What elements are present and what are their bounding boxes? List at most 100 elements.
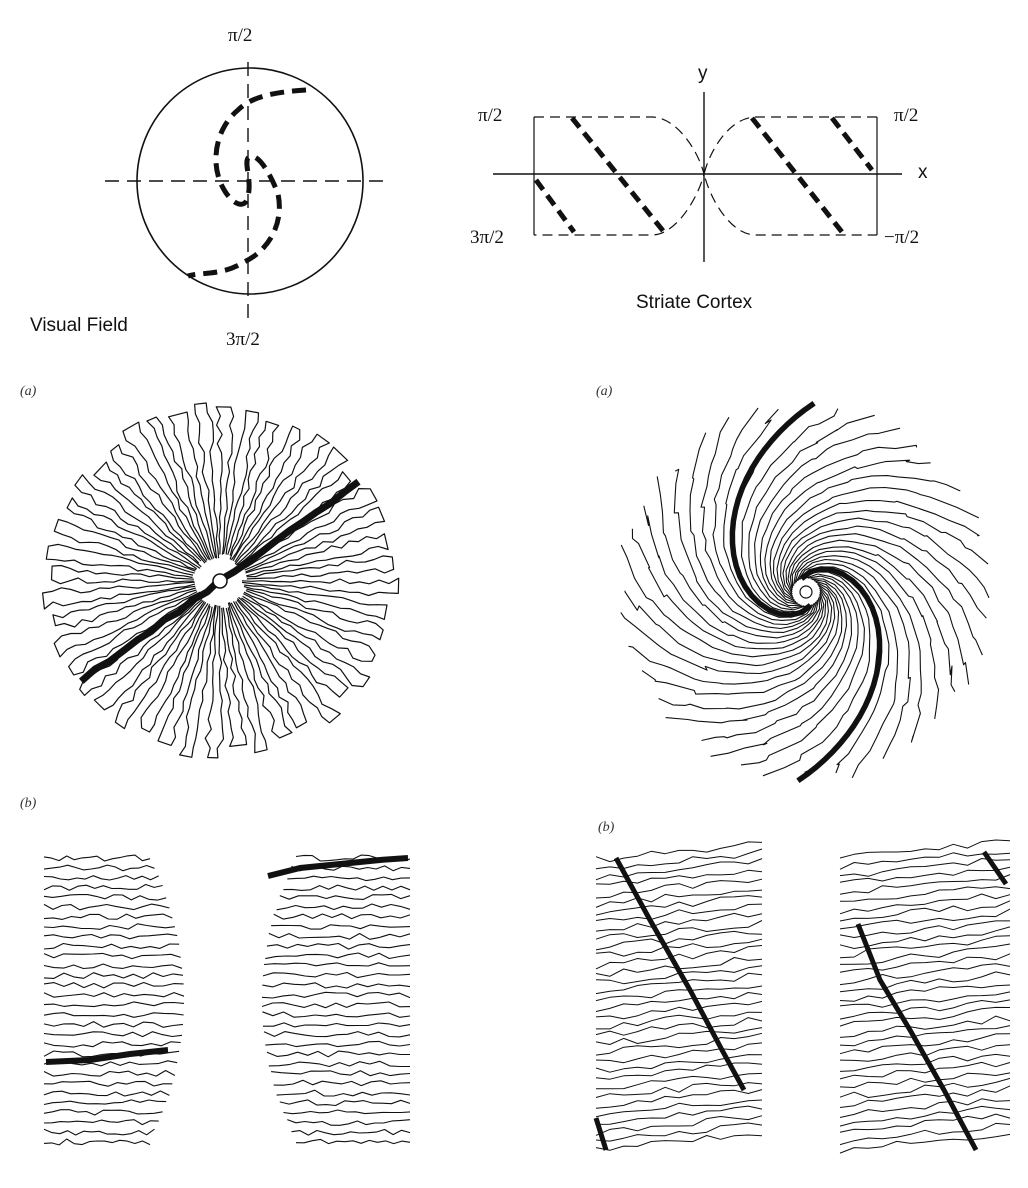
- visual-field-tick-bottom: 3π/2: [226, 329, 260, 350]
- cortex-slanted-contour: [839, 999, 1011, 1020]
- cortex-slanted-contour: [839, 963, 1011, 986]
- radial-cortex-highlight: [267, 855, 409, 879]
- radial-contour-finger: [229, 425, 301, 561]
- radial-contour-finger: [93, 599, 204, 711]
- cortex-slanted-contour: [839, 852, 1011, 870]
- cortex-slanted-contour: [595, 930, 763, 951]
- spiral-contour-line: [787, 533, 983, 656]
- striate-cortex-diagram: [493, 92, 902, 262]
- cortex-horizontal-contour: [261, 991, 411, 999]
- radial-contour-finger: [225, 607, 268, 754]
- cortex-horizontal-contour: [266, 942, 411, 950]
- cortex-horizontal-contour: [43, 894, 167, 901]
- spiral-cortex-highlight: [981, 850, 1009, 886]
- cortex-horizontal-contour: [271, 924, 411, 930]
- cortex-horizontal-contour: [43, 913, 173, 920]
- cortex-slanted-contour: [839, 900, 1011, 922]
- spiral-contour-line: [624, 587, 829, 667]
- cortex-horizontal-contour: [43, 883, 163, 891]
- cortex-horizontal-contour: [273, 913, 411, 920]
- cortex-slanted-contour: [595, 1032, 763, 1056]
- cortex-horizontal-contour: [43, 1119, 159, 1126]
- cortex-slanted-contour: [839, 1061, 1011, 1080]
- spiral-contour-line: [789, 539, 970, 685]
- spiral-contour-line: [701, 578, 853, 742]
- cortex-slanted-contour: [595, 1099, 763, 1118]
- cortex-slanted-contour: [839, 839, 1011, 859]
- cortex-slanted-contour: [595, 1082, 763, 1098]
- cortex-slanted-contour: [839, 943, 1011, 965]
- radial-contour-finger: [241, 595, 371, 688]
- spiral-contour-line: [797, 562, 899, 779]
- panel-label-right-b: (b): [598, 820, 615, 835]
- cortex-horizontal-contour: [43, 1109, 163, 1116]
- cortex-right-bottom-tick: −π/2: [884, 227, 920, 248]
- radial-contour-finger: [245, 588, 384, 641]
- cortex-slanted-contour: [595, 895, 763, 916]
- spiral-contour-line: [762, 571, 871, 777]
- cortex-horizontal-contour: [43, 992, 185, 998]
- visual-field-caption: Visual Field: [30, 315, 128, 336]
- cortex-slanted-contour: [839, 1098, 1011, 1118]
- cortex-horizontal-contour: [266, 1050, 410, 1058]
- cortex-slanted-contour: [595, 889, 763, 908]
- cortex-slanted-contour: [595, 972, 763, 995]
- spiral-contour-line: [748, 414, 875, 611]
- radial-contour-finger: [53, 518, 196, 574]
- spiral-cortex-highlight: [855, 923, 979, 1152]
- spiral-contour-line: [643, 505, 823, 644]
- cortex-horizontal-contour: [291, 1128, 411, 1136]
- radial-contour-finger: [114, 601, 207, 730]
- cortex-horizontal-contour: [279, 893, 411, 900]
- cortex-slanted-contour: [839, 984, 1011, 1002]
- spiral-contour-line: [658, 580, 843, 710]
- radial-contour-finger: [215, 406, 235, 555]
- visual-field-diagram: [105, 62, 390, 325]
- cortex-slanted-contour: [595, 1122, 763, 1142]
- spiral-contour-line: [799, 566, 890, 774]
- radial-contour-finger: [232, 433, 330, 563]
- spiral-contour-line: [792, 550, 940, 719]
- radial-contour-finger: [234, 446, 349, 566]
- radial-cortex-highlight: [45, 1047, 169, 1065]
- spiral-contour-line: [791, 546, 956, 692]
- cortex-horizontal-contour: [263, 1022, 411, 1028]
- spiral-contour-line: [785, 525, 987, 619]
- panel-label-left-a: (a): [20, 384, 37, 399]
- radial-contour-finger: [122, 421, 210, 561]
- radial-contour-finger: [93, 461, 202, 564]
- cortex-horizontal-contour: [265, 1040, 411, 1048]
- cortex-horizontal-contour: [287, 1119, 411, 1126]
- cortex-horizontal-contour: [43, 1128, 155, 1136]
- radial-contour-finger: [243, 584, 388, 620]
- cortex-horizontal-contour: [43, 1080, 173, 1087]
- cortex-horizontal-contour: [43, 1041, 181, 1048]
- radial-contour-finger: [110, 444, 207, 564]
- spiral-contour-line: [776, 499, 980, 601]
- cortex-slanted-contour: [595, 1105, 763, 1125]
- spiral-contour-line: [782, 517, 990, 599]
- cortex-slanted-contour: [595, 938, 763, 957]
- cortex-slanted-contour: [839, 953, 1011, 973]
- cortex-horizontal-contour: [295, 1138, 411, 1145]
- cortex-horizontal-contour: [262, 971, 411, 979]
- visual-field-spiral: [187, 87, 307, 279]
- panel-label-left-b: (b): [20, 796, 37, 811]
- cortex-horizontal-contour: [262, 1011, 411, 1018]
- cortex-slanted-contour: [595, 841, 763, 863]
- cortex-horizontal-contour: [268, 932, 411, 940]
- cortex-horizontal-contour: [268, 1060, 410, 1068]
- radial-contour-finger: [236, 596, 349, 698]
- radial-cortex-map: [43, 854, 411, 1146]
- cortex-axis-x-label: x: [918, 162, 928, 183]
- cortex-horizontal-contour: [43, 903, 170, 911]
- radial-contour-finger: [221, 607, 248, 747]
- cortex-horizontal-contour: [265, 952, 411, 960]
- spiral-contour-line: [772, 486, 980, 603]
- cortex-horizontal-contour: [276, 903, 411, 911]
- cortex-axis-y-label: y: [698, 63, 708, 84]
- cortex-slanted-contour: [595, 1134, 763, 1151]
- cortex-horizontal-contour: [43, 1012, 184, 1018]
- cortex-slanted-contour: [595, 869, 763, 885]
